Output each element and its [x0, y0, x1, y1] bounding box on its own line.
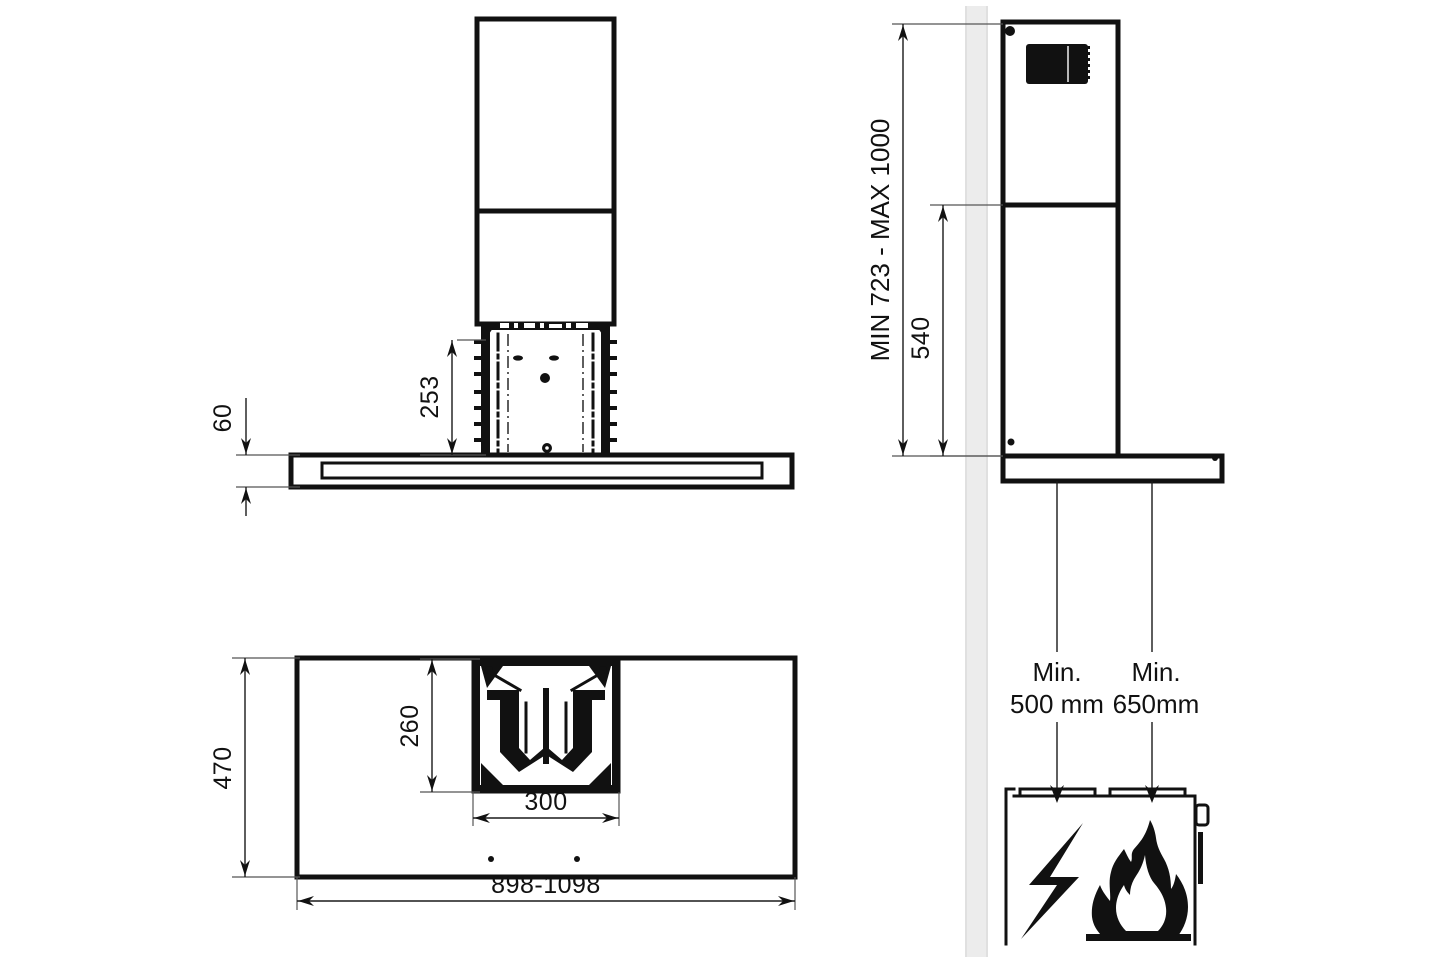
- dim-width-total: 898-1098: [296, 871, 796, 910]
- clearance-note-electric: Min. 500 mm: [1010, 481, 1104, 803]
- dim-470-label: 470: [209, 746, 237, 789]
- dim-540: 540: [907, 204, 1003, 457]
- front-motor-housing: [474, 322, 617, 456]
- flame-icon: [1086, 820, 1191, 941]
- dim-300: 300: [472, 788, 620, 826]
- dim-total-height: MIN 723 - MAX 1000: [865, 23, 1003, 457]
- dim-260-label: 260: [396, 704, 424, 747]
- dim-300-label: 300: [524, 788, 567, 816]
- dim-60: 60: [209, 398, 300, 516]
- dim-470: 470: [209, 657, 300, 878]
- clearance-note-gas: Min. 650mm: [1113, 481, 1200, 803]
- dim-253: 253: [416, 339, 486, 456]
- front-canopy: [288, 452, 795, 490]
- front-view: 253 60: [209, 16, 795, 516]
- grille-icon: [1026, 44, 1090, 84]
- side-view: MIN 723 - MAX 1000 540 Min. 500 mm Min. …: [865, 19, 1225, 946]
- dim-540-label: 540: [907, 316, 935, 359]
- side-chimney-upper: [1000, 19, 1121, 208]
- clearance-electric-line1: Min.: [1032, 657, 1081, 687]
- lightning-bolt-icon: [1021, 823, 1083, 939]
- side-canopy: [1000, 453, 1225, 484]
- clearance-gas-line2: 650mm: [1113, 689, 1200, 719]
- dim-260: 260: [396, 658, 480, 793]
- hob-outline: [1004, 787, 1210, 946]
- dim-width-total-label: 898-1098: [491, 871, 601, 899]
- dim-253-label: 253: [416, 375, 444, 418]
- front-chimney-lower: [474, 208, 617, 327]
- clearance-gas-line1: Min.: [1131, 657, 1180, 687]
- dim-60-label: 60: [209, 404, 237, 433]
- side-chimney-lower: [1000, 202, 1121, 459]
- front-chimney-upper: [474, 16, 617, 214]
- clearance-electric-line2: 500 mm: [1010, 689, 1104, 719]
- plan-motor-assembly: [471, 657, 621, 794]
- dim-total-height-label: MIN 723 - MAX 1000: [865, 119, 895, 362]
- plan-view: 470 260 300 898-1098: [209, 655, 798, 910]
- wall-band: [965, 6, 988, 957]
